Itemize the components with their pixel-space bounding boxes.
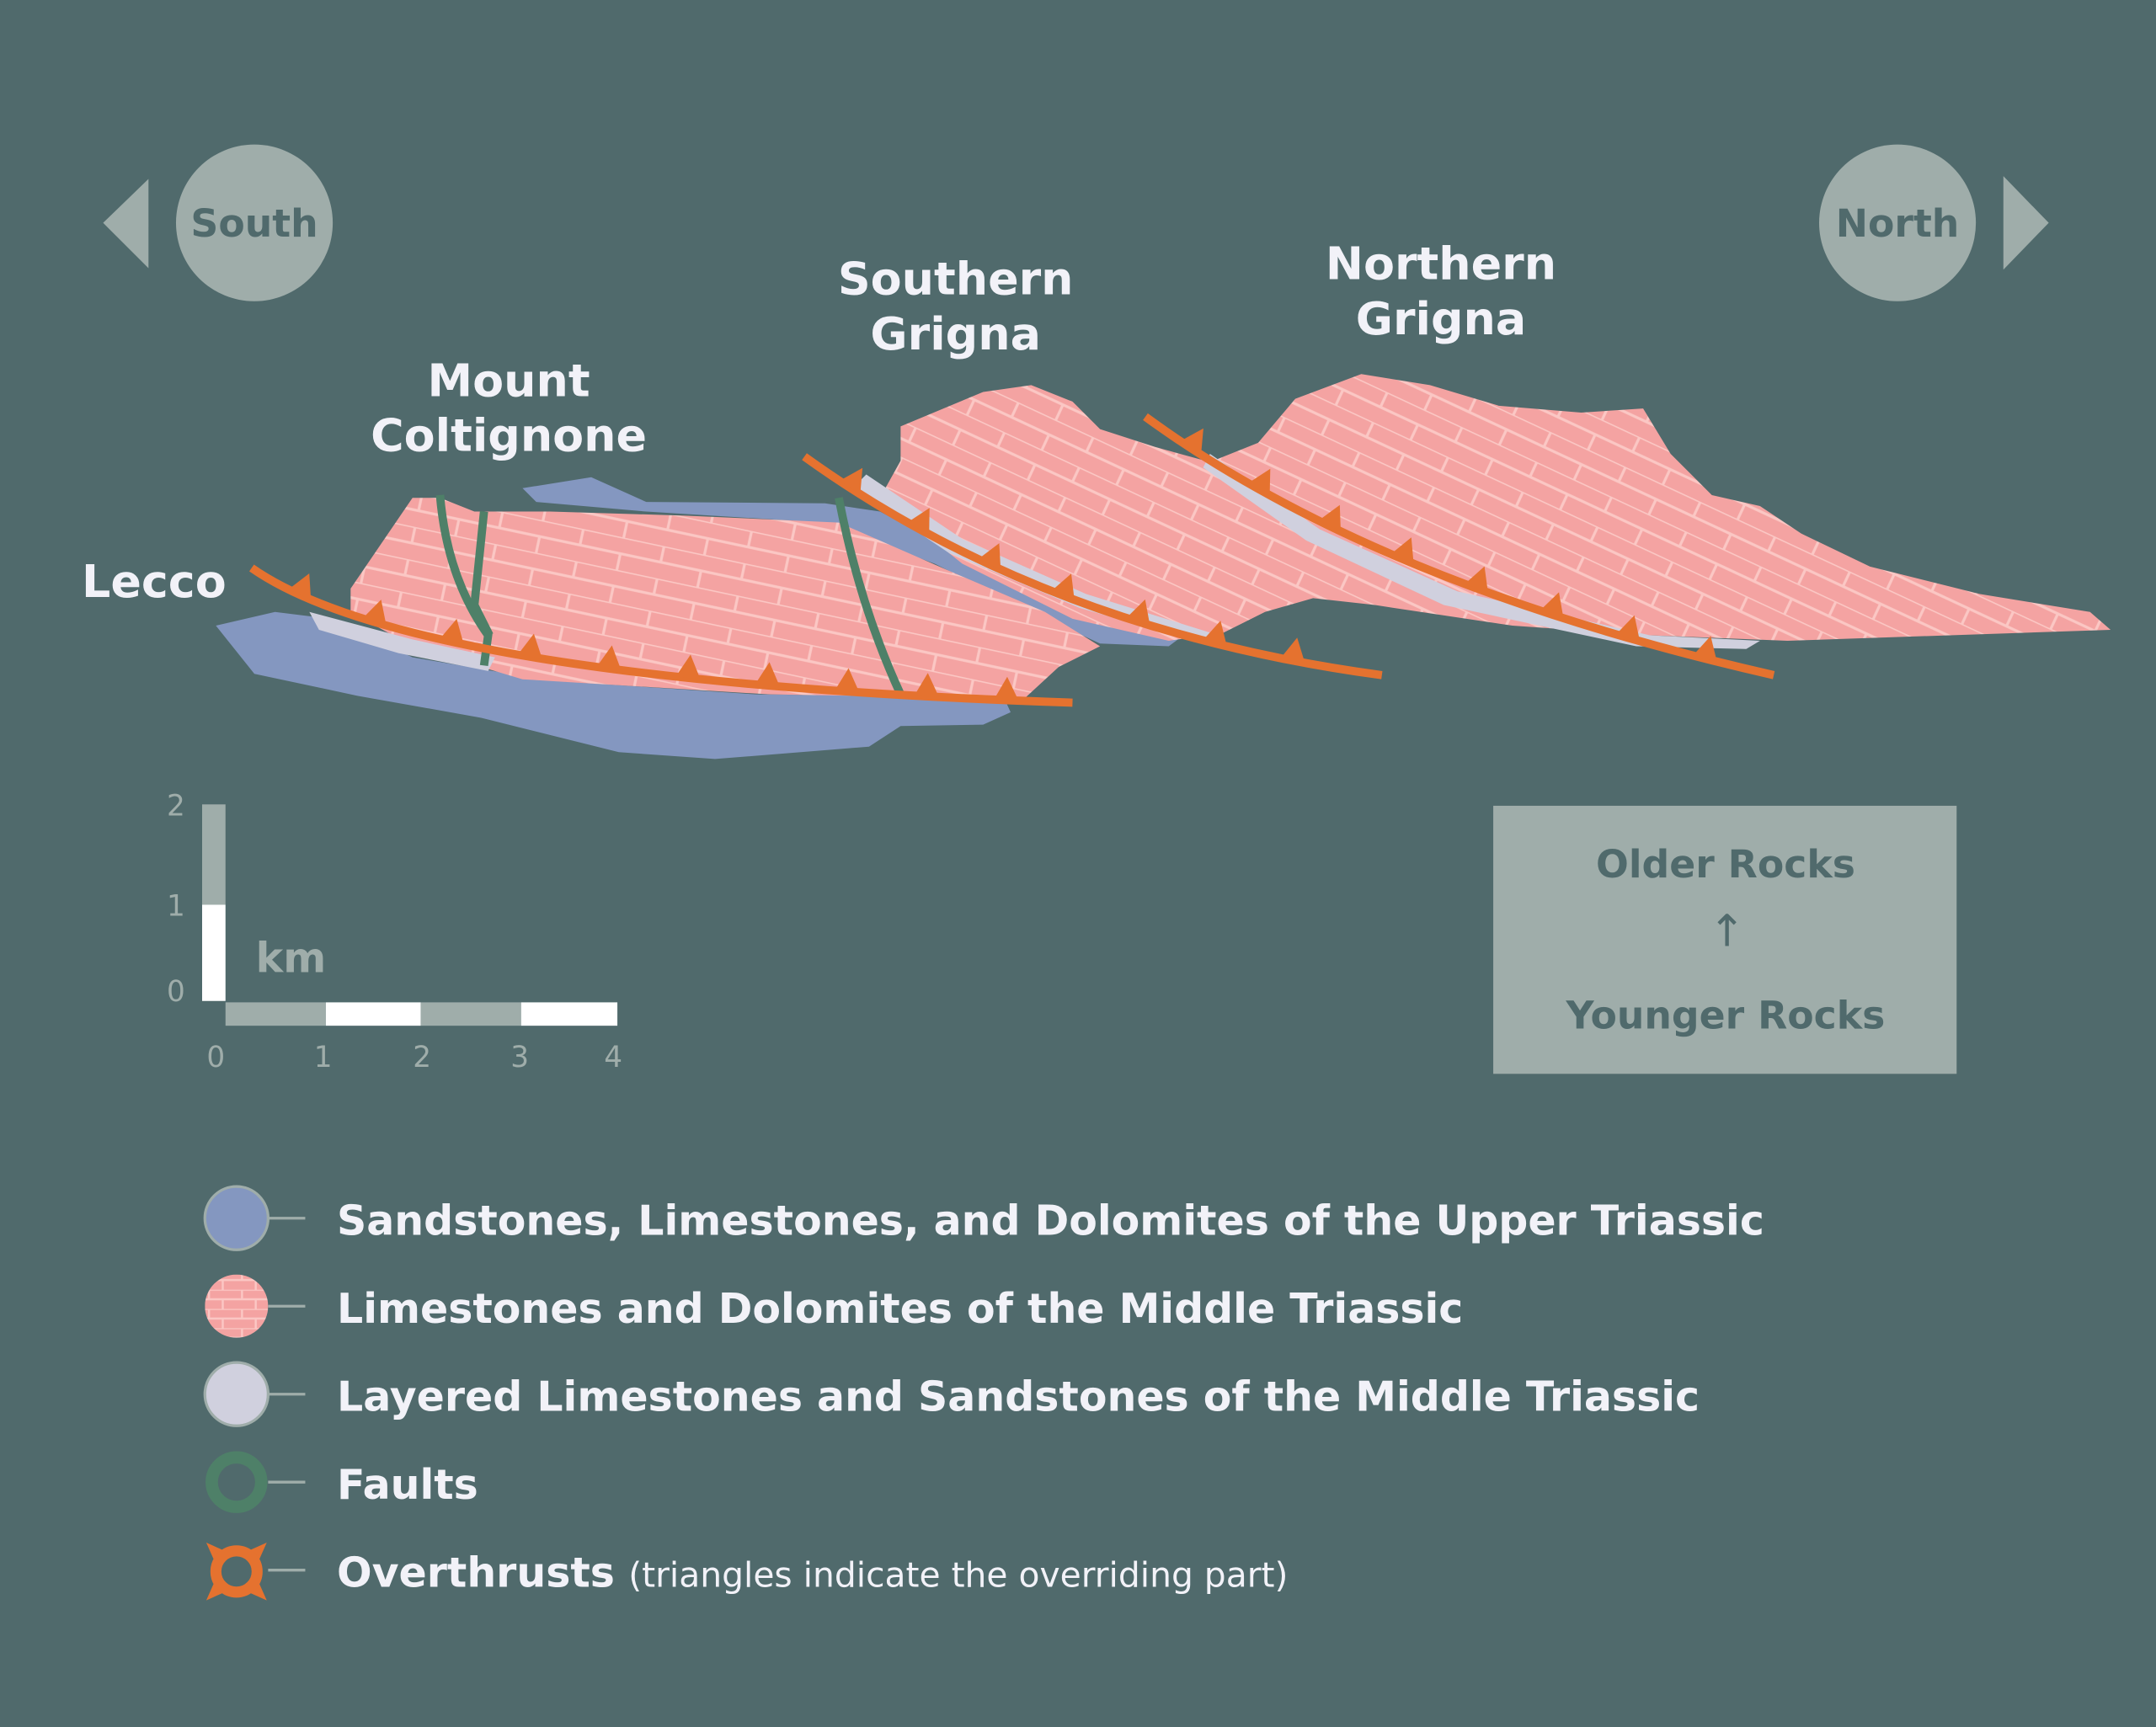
overthrust-triangle <box>1203 621 1227 647</box>
overthrust-triangle <box>914 673 939 697</box>
overthrust-triangle <box>1051 573 1075 600</box>
legend-swatch-layered <box>203 1361 270 1427</box>
label-mount: Mount <box>428 354 590 407</box>
overthrust-triangle <box>1126 599 1150 626</box>
overthrust-triangle <box>1540 592 1564 619</box>
overthrust-triangle <box>288 573 312 600</box>
overthrust-triangle <box>835 668 860 693</box>
legend-swatch-middle-triassic <box>205 1274 269 1338</box>
scale-tick: 2 <box>167 789 185 823</box>
upper-triassic-band <box>522 477 1197 647</box>
overthrust-triangle <box>675 654 701 680</box>
overthrust-triangle <box>1693 636 1717 662</box>
overthrust-triangle <box>1318 504 1341 532</box>
arrow-up-icon: ↑ <box>1709 906 1746 957</box>
label-lecco: Lecco <box>82 555 227 608</box>
scale-tick: 0 <box>167 975 185 1009</box>
overthrust-triangle <box>907 508 930 535</box>
overthrust-triangle <box>839 467 863 494</box>
scale-tick: 4 <box>604 1041 622 1074</box>
legend-note: (triangles indicate the overriding part) <box>628 1554 1288 1595</box>
overthrust-line <box>1143 413 1775 680</box>
scale-unit: km <box>256 934 327 982</box>
age-younger: Younger Rocks <box>1566 993 1886 1037</box>
layered-strip-1 <box>309 611 495 671</box>
legend-label: Layered Limestones and Sandstones of the… <box>337 1373 1700 1421</box>
north-badge <box>1819 144 1977 301</box>
scale-tick: 0 <box>206 1041 225 1074</box>
overthrust-triangle <box>362 600 387 626</box>
scale-tick: 2 <box>413 1041 431 1074</box>
fault-line <box>470 511 494 637</box>
legend-label-overthrusts: Overthrusts (triangles indicate the overr… <box>337 1548 1288 1596</box>
upper-triassic-base <box>216 611 1011 760</box>
overthrust-line <box>802 453 1383 680</box>
layered-strip-2 <box>852 474 1210 644</box>
overthrust-triangle <box>1280 637 1305 664</box>
scale-tick: 1 <box>167 890 185 924</box>
compass-south: South <box>190 201 318 246</box>
age-box <box>1493 805 1957 1074</box>
grigna-limestone <box>879 374 2111 642</box>
fault-line <box>835 497 905 696</box>
overthrust-triangle <box>439 619 464 645</box>
arrow-right-icon <box>2003 176 2049 270</box>
overthrust-triangle <box>1615 615 1641 642</box>
label-southern: Southern <box>838 253 1074 306</box>
overthrust-triangle <box>978 543 1001 570</box>
overthrust-triangle <box>1390 537 1414 564</box>
arrow-left-icon <box>103 179 149 269</box>
layered-strip-3 <box>1203 453 1760 649</box>
compass-north: North <box>1836 201 1960 246</box>
scale-bar: 0 1 2 0 1 2 3 4 km <box>167 789 622 1074</box>
scale-tick: 3 <box>510 1041 529 1074</box>
overthrust-triangle <box>1180 428 1203 455</box>
legend-label: Limestones and Dolomites of the Middle T… <box>337 1285 1463 1333</box>
overthrust-triangle <box>517 633 542 659</box>
legend-label: Sandstones, Limestones, and Dolomites of… <box>337 1197 1764 1245</box>
label-northern: Northern <box>1326 237 1556 290</box>
age-older: Older Rocks <box>1596 842 1855 887</box>
legend-label: Overthrusts <box>337 1548 615 1596</box>
overthrust-triangle <box>994 676 1019 701</box>
legend <box>268 1217 306 1572</box>
scale-tick: 1 <box>314 1041 333 1074</box>
label-southern-grigna: Grigna <box>870 307 1040 360</box>
overthrust-triangle <box>755 662 780 687</box>
legend-swatch-upper-triassic <box>203 1185 270 1251</box>
legend-swatch-overthrusts <box>205 1543 267 1601</box>
south-badge <box>175 144 334 301</box>
label-coltignone: Coltignone <box>371 409 647 462</box>
legend-swatch-faults <box>205 1451 268 1513</box>
overthrust-triangles <box>288 428 1717 701</box>
overthrust-triangle <box>1247 468 1271 496</box>
overthrust-triangle <box>596 645 622 670</box>
label-northern-grigna: Grigna <box>1356 292 1526 345</box>
legend-label: Faults <box>337 1461 478 1509</box>
overthrust-triangle <box>1465 566 1488 593</box>
